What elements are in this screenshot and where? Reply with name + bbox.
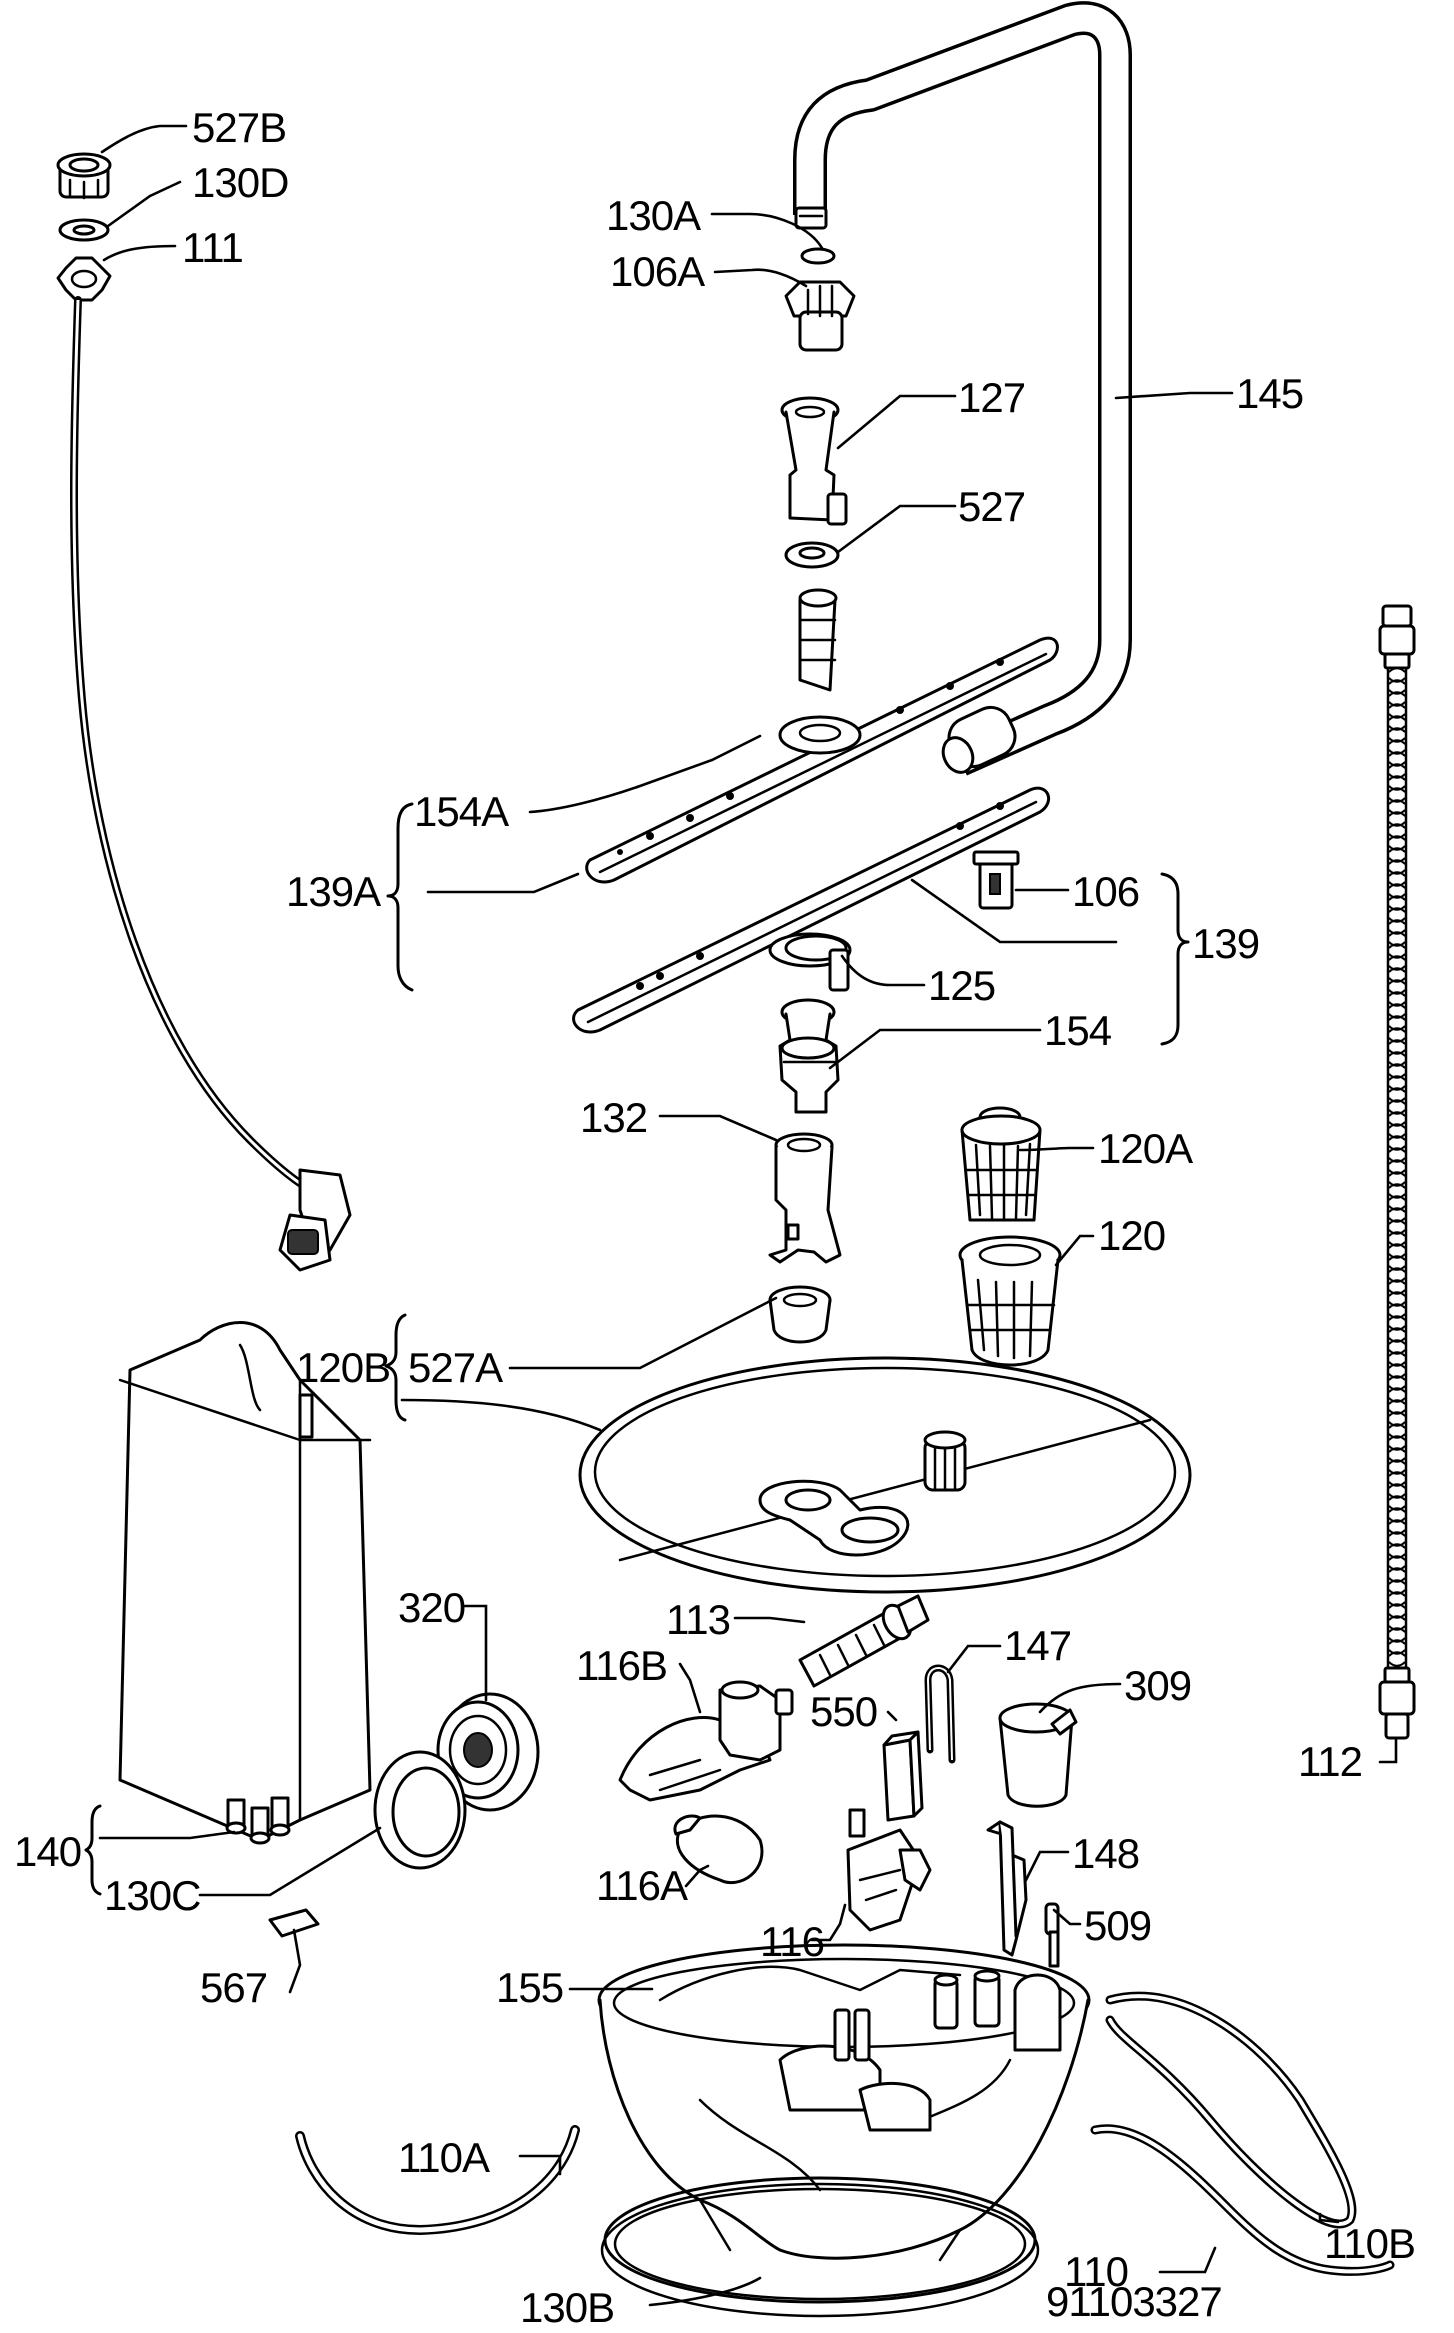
part-567-clip xyxy=(268,1908,320,1938)
part-527a-seal xyxy=(768,1285,832,1344)
label-550: 550 xyxy=(810,1688,877,1735)
part-550-block xyxy=(882,1730,924,1822)
part-130d-washer xyxy=(58,218,110,242)
label-130c: 130C xyxy=(104,1872,200,1919)
label-509: 509 xyxy=(1084,1902,1151,1949)
label-132: 132 xyxy=(580,1094,647,1141)
part-116-valve xyxy=(846,1808,932,1932)
label-112: 112 xyxy=(1298,1738,1362,1785)
part-154-nozzle xyxy=(778,998,840,1114)
label-139: 139 xyxy=(1192,920,1259,967)
part-132-tube xyxy=(768,1132,842,1264)
part-527b-cap-nut xyxy=(56,152,112,200)
label-527: 527 xyxy=(958,483,1025,530)
part-120-coarse-filter xyxy=(958,1235,1062,1367)
label-148: 148 xyxy=(1072,1830,1139,1877)
label-527a: 527A xyxy=(408,1344,503,1391)
leader-lines xyxy=(98,124,1398,2307)
part-145-spray-tube xyxy=(793,1,1132,776)
part-106a-nut xyxy=(784,280,856,352)
part-113-hose-piece xyxy=(798,1594,930,1688)
part-116b-housing xyxy=(618,1680,794,1802)
part-116a-flap xyxy=(673,1814,764,1885)
label-154a: 154A xyxy=(414,788,509,835)
part-147-clip xyxy=(924,1664,956,1764)
label-130d: 130D xyxy=(192,159,288,206)
label-130a: 130A xyxy=(606,192,701,239)
softener-nozzles xyxy=(225,1796,291,1845)
label-110: 110 xyxy=(1064,2248,1128,2295)
label-139a: 139A xyxy=(286,868,381,915)
label-120b: 120B xyxy=(296,1344,390,1391)
part-127-sleeve xyxy=(780,396,848,526)
label-116: 116 xyxy=(760,1918,824,1965)
label-155: 155 xyxy=(496,1964,563,2011)
drawing-number: 91103327 xyxy=(1046,2278,1222,2325)
label-145: 145 xyxy=(1236,370,1303,417)
part-148-bracket xyxy=(986,1820,1028,1957)
label-127: 127 xyxy=(958,374,1025,421)
label-320: 320 xyxy=(398,1584,465,1631)
label-154: 154 xyxy=(1044,1007,1112,1054)
label-106: 106 xyxy=(1072,868,1139,915)
part-106-clip xyxy=(972,850,1020,910)
label-106a: 106A xyxy=(610,248,705,295)
label-116b: 116B xyxy=(576,1642,667,1689)
part-130b-gasket xyxy=(600,2176,1040,2318)
part-140-softener-container xyxy=(118,1321,372,1845)
label-110a: 110A xyxy=(398,2134,490,2181)
label-116a: 116A xyxy=(596,1862,688,1909)
label-567: 567 xyxy=(200,1964,267,2011)
part-120a-micro-filter xyxy=(960,1106,1042,1222)
callout-labels: 527B 130D 111 130A 106A 127 145 527 154A… xyxy=(14,104,1416,2331)
label-527b: 527B xyxy=(192,104,286,151)
part-110b-hose xyxy=(1105,1991,1357,2229)
label-130b: 130B xyxy=(520,2284,614,2331)
part-527-washer xyxy=(784,541,840,569)
label-147: 147 xyxy=(1004,1622,1071,1669)
label-120: 120 xyxy=(1098,1212,1165,1259)
part-112-inlet-hose xyxy=(1378,604,1416,1740)
label-111: 111 xyxy=(182,224,243,271)
part-120b-filter-plate xyxy=(578,1356,1192,1594)
part-309-cup xyxy=(998,1702,1078,1808)
label-113: 113 xyxy=(666,1596,730,1643)
label-120a: 120A xyxy=(1098,1125,1193,1172)
part-130a-o-ring xyxy=(800,247,836,265)
part-154a-upper-spray-arm xyxy=(585,588,1059,884)
label-125: 125 xyxy=(928,962,995,1009)
part-320-cap xyxy=(436,1692,540,1812)
part-110-hose xyxy=(1090,2124,1395,2276)
bracket-braces xyxy=(84,802,1190,1896)
label-110b: 110B xyxy=(1324,2220,1415,2267)
label-140: 140 xyxy=(14,1828,81,1875)
part-130c-seal-ring xyxy=(373,1750,467,1870)
label-309: 309 xyxy=(1124,1662,1191,1709)
part-111-hose xyxy=(56,256,352,1272)
part-110a-hose xyxy=(295,2125,580,2236)
